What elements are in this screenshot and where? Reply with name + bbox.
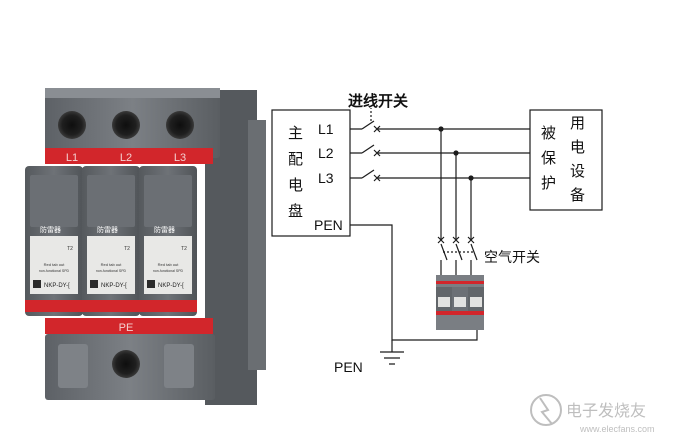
watermark-text: 电子发烧友 (566, 401, 646, 420)
svg-text:non-functional SPD: non-functional SPD (96, 269, 127, 273)
equipment-char-4: 备 (570, 186, 585, 204)
equipment-char-3: 设 (570, 162, 585, 180)
panel-char-4: 盘 (288, 202, 303, 220)
protected-char-2: 保 (541, 149, 556, 167)
svg-text:non-functional SPD: non-functional SPD (39, 269, 70, 273)
pen-label-ground: PEN (334, 359, 363, 375)
panel-char-1: 主 (288, 124, 303, 142)
wiring-diagram (271, 108, 603, 365)
watermark-url: www.elecfans.com (579, 424, 655, 434)
line-label-l3: L3 (318, 170, 334, 186)
svg-text:T2: T2 (181, 246, 187, 252)
terminal-hole-l1 (58, 111, 86, 139)
svg-text:Red tab out: Red tab out (44, 262, 66, 267)
svg-text:Red tab out: Red tab out (101, 262, 123, 267)
module-model-label: NKP-DY-[ (44, 283, 70, 289)
din-rail-clip (248, 120, 266, 370)
elecfans-watermark: 电子发烧友 www.elecfans.com (530, 394, 655, 434)
svg-text:NKP-DY-[: NKP-DY-[ (158, 283, 184, 289)
module-status-window (25, 300, 83, 312)
panel-char-2: 配 (288, 150, 303, 168)
spd-small-picture (436, 275, 484, 330)
terminal-hole-l2 (112, 111, 140, 139)
spd-module-2: 防雷器 T2 Red tab out non-functional SPD NK… (82, 166, 140, 316)
junction-l3 (468, 175, 474, 181)
svg-text:NKP-DY-[: NKP-DY-[ (101, 283, 127, 289)
equipment-box (529, 109, 603, 211)
svg-text:防雷器: 防雷器 (97, 225, 118, 234)
module-title: 防雷器 (40, 225, 61, 234)
svg-text:防雷器: 防雷器 (154, 225, 175, 234)
svg-text:T2: T2 (124, 246, 130, 252)
phase-label-l1: L1 (66, 152, 78, 164)
phase-label-l2: L2 (120, 152, 132, 164)
line-label-l2: L2 (318, 145, 334, 161)
protected-char-1: 被 (541, 124, 556, 142)
surge-protector-photo: L1 L2 L3 防雷器 T2 Red tab out non-function… (25, 88, 266, 405)
spd-module-1: 防雷器 T2 Red tab out non-functional SPD NK… (25, 166, 83, 316)
pe-label: PE (119, 322, 134, 334)
line-label-l1: L1 (318, 121, 334, 137)
protected-char-3: 护 (541, 174, 556, 192)
pen-label-panel: PEN (314, 217, 343, 233)
top-red-stripe (45, 148, 213, 164)
svg-text:non-functional SPD: non-functional SPD (153, 269, 184, 273)
equipment-char-1: 用 (570, 114, 585, 132)
bottom-red-stripe (45, 318, 213, 334)
terminal-hole-l3 (166, 111, 194, 139)
air-breaker-switch (437, 236, 478, 275)
svg-text:T2: T2 (67, 246, 73, 252)
svg-text:Red tab out: Red tab out (158, 262, 180, 267)
ground-icon (380, 351, 404, 365)
terminal-hole-pe (112, 350, 140, 378)
incoming-switch (361, 108, 381, 182)
junction-l1 (438, 126, 444, 132)
air-breaker-label: 空气开关 (484, 250, 540, 266)
main-panel-box (271, 109, 351, 237)
equipment-char-2: 电 (570, 138, 585, 156)
phase-label-l3: L3 (174, 152, 186, 164)
incoming-switch-label: 进线开关 (348, 92, 408, 110)
spd-module-3: 防雷器 T2 Red tab out non-functional SPD NK… (139, 166, 197, 316)
panel-char-3: 电 (288, 176, 303, 194)
watermark-logo-icon (530, 394, 562, 426)
junction-l2 (453, 150, 459, 156)
